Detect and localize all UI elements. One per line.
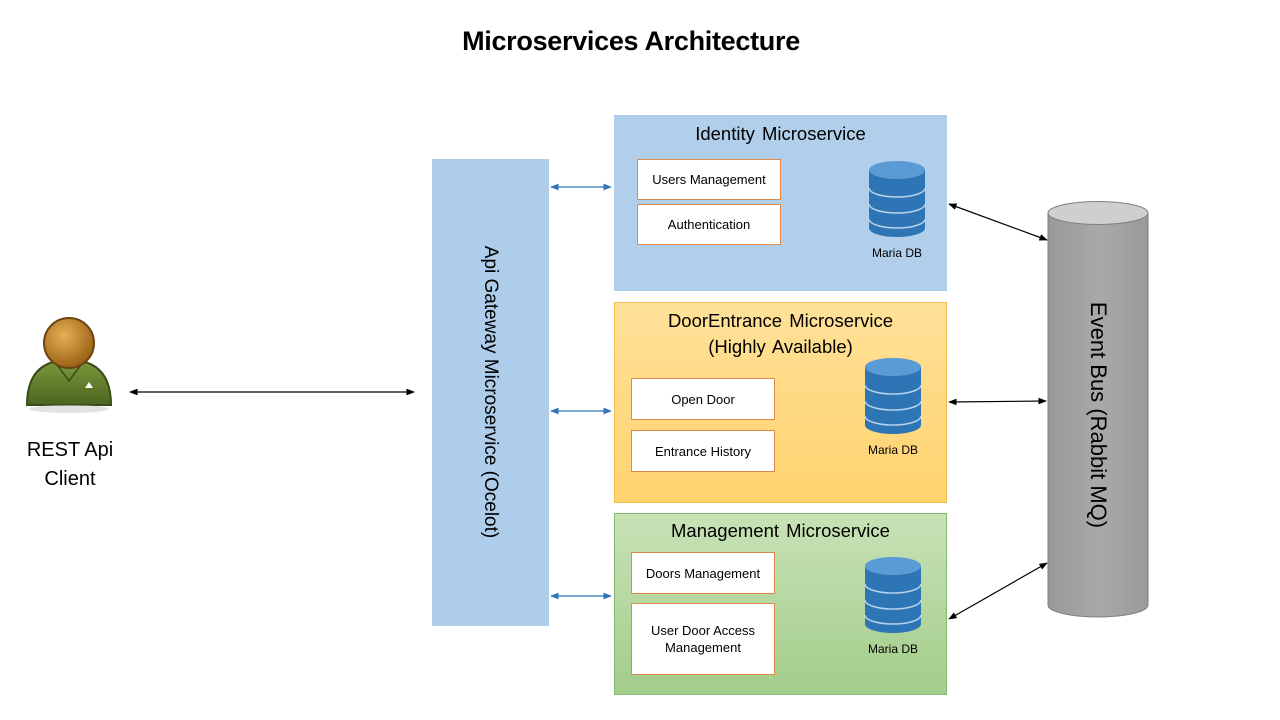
- api-gateway-box: [432, 159, 549, 626]
- door-entrance-service-box: DoorEntrance Microservice (Highly Availa…: [614, 302, 947, 503]
- arrow-door-entrance-event-bus: [948, 397, 1047, 406]
- database-icon: Maria DB: [867, 161, 927, 260]
- management-service-title: Management Microservice: [671, 520, 890, 541]
- database-icon: Maria DB: [863, 557, 923, 656]
- event-bus-cylinder: [1047, 201, 1149, 618]
- component-users-management: Users Management: [637, 159, 781, 200]
- identity-service-box: Identity Microservice Users Management A…: [614, 115, 947, 291]
- component-doors-management: Doors Management: [631, 552, 775, 594]
- component-open-door: Open Door: [631, 378, 775, 420]
- database-cylinder: [868, 161, 926, 237]
- component-user-door-access-management: User Door Access Management: [631, 603, 775, 675]
- door-entrance-service-title: DoorEntrance Microservice: [667, 310, 894, 331]
- management-service-box: Management Microservice Doors Management…: [614, 513, 947, 695]
- user-icon: [23, 315, 115, 415]
- arrow-management-event-bus: [948, 562, 1048, 620]
- component-entrance-history: Entrance History: [631, 430, 775, 472]
- arrow-identity-event-bus: [948, 203, 1048, 241]
- database-cylinder: [864, 557, 922, 633]
- database-label: Maria DB: [867, 443, 918, 457]
- identity-service-title: Identity Microservice: [695, 123, 866, 144]
- door-entrance-service-subtitle: (Highly Available): [708, 336, 853, 357]
- database-cylinder: [864, 358, 922, 434]
- component-authentication: Authentication: [637, 204, 781, 245]
- database-icon: Maria DB: [863, 358, 923, 457]
- database-label: Maria DB: [867, 642, 918, 656]
- client-label: REST Api Client: [26, 439, 114, 490]
- diagram-title: Microservices Architecture: [462, 26, 800, 56]
- database-label: Maria DB: [871, 246, 922, 260]
